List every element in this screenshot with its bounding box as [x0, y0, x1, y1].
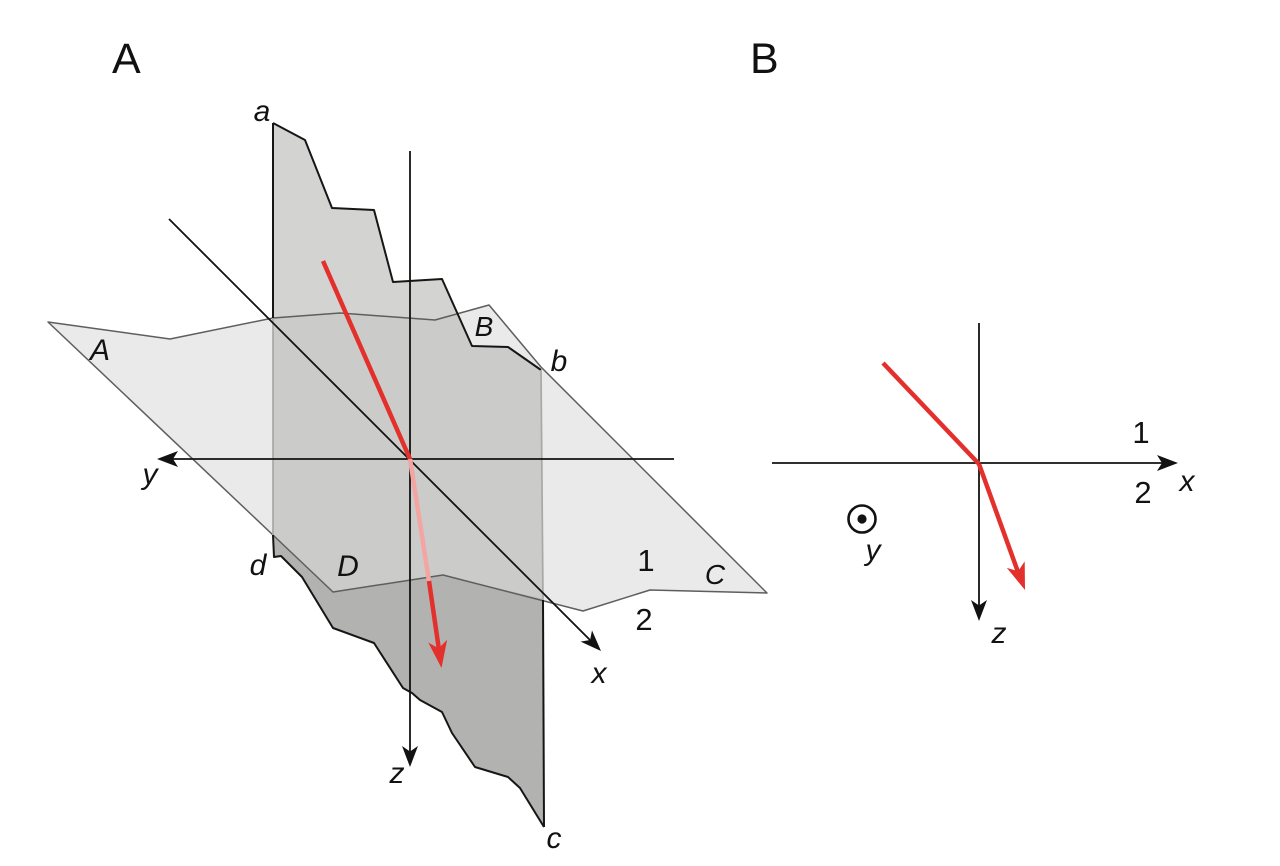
- medium-1-label-b: 1: [1132, 415, 1149, 450]
- x-axis-label-a: x: [590, 657, 608, 690]
- plane-of-incidence-right-edge-hidden: [540, 369, 544, 601]
- refracted-ray: [426, 580, 442, 651]
- corner-label-d: d: [250, 549, 268, 582]
- x-axis-arrowhead-b: [1157, 455, 1178, 471]
- plane-label-B: B: [475, 311, 494, 342]
- z-axis-arrowhead: [402, 746, 418, 767]
- refracted-ray-arrowhead-b: [1006, 561, 1025, 590]
- incident-ray: [320, 260, 413, 460]
- z-axis-label-a: z: [389, 757, 405, 790]
- medium-2-label-b: 2: [1134, 475, 1151, 510]
- plane-label-D: D: [337, 550, 359, 583]
- y-axis-label-a: y: [141, 458, 160, 491]
- incident-ray-b: [881, 361, 981, 466]
- plane-of-incidence-right-edge-lower: [542, 599, 545, 828]
- panel-a: A a b c d A B C D 1 2 x y z: [47, 35, 768, 855]
- plane-of-incidence-top-edge: [272, 122, 542, 371]
- panel-a-label: A: [112, 35, 141, 83]
- plane-label-A: A: [88, 334, 110, 367]
- y-axis-arrowhead: [157, 451, 178, 467]
- refracted-ray-hidden-segment: [407, 458, 432, 582]
- z-axis-label-b: z: [991, 617, 1007, 650]
- panel-b-label: B: [750, 35, 779, 83]
- refracted-ray-arrowhead: [428, 639, 448, 668]
- panel-b: B 1 2 x y z: [750, 35, 1196, 650]
- z-axis-arrowhead-b: [971, 600, 987, 621]
- plane-of-incidence-bottom-edge: [272, 534, 545, 828]
- x-axis-arrowhead: [580, 630, 601, 651]
- x-axis-label-b: x: [1178, 465, 1196, 498]
- plane-label-C: C: [705, 559, 726, 590]
- corner-label-a: a: [254, 95, 271, 128]
- x-axis-line: [168, 218, 591, 641]
- y-axis-label-b: y: [864, 534, 883, 567]
- medium-1-label-a: 1: [637, 543, 654, 578]
- corner-label-b: b: [551, 345, 568, 378]
- y-axis-out-of-page-icon: [847, 504, 877, 534]
- plane-of-incidence-lower-dark-fill: [274, 536, 544, 827]
- y-axis-out-of-page-dot: [857, 514, 867, 524]
- corner-label-c: c: [547, 822, 562, 855]
- refracted-ray-b: [976, 463, 1021, 573]
- medium-2-label-a: 2: [635, 602, 652, 637]
